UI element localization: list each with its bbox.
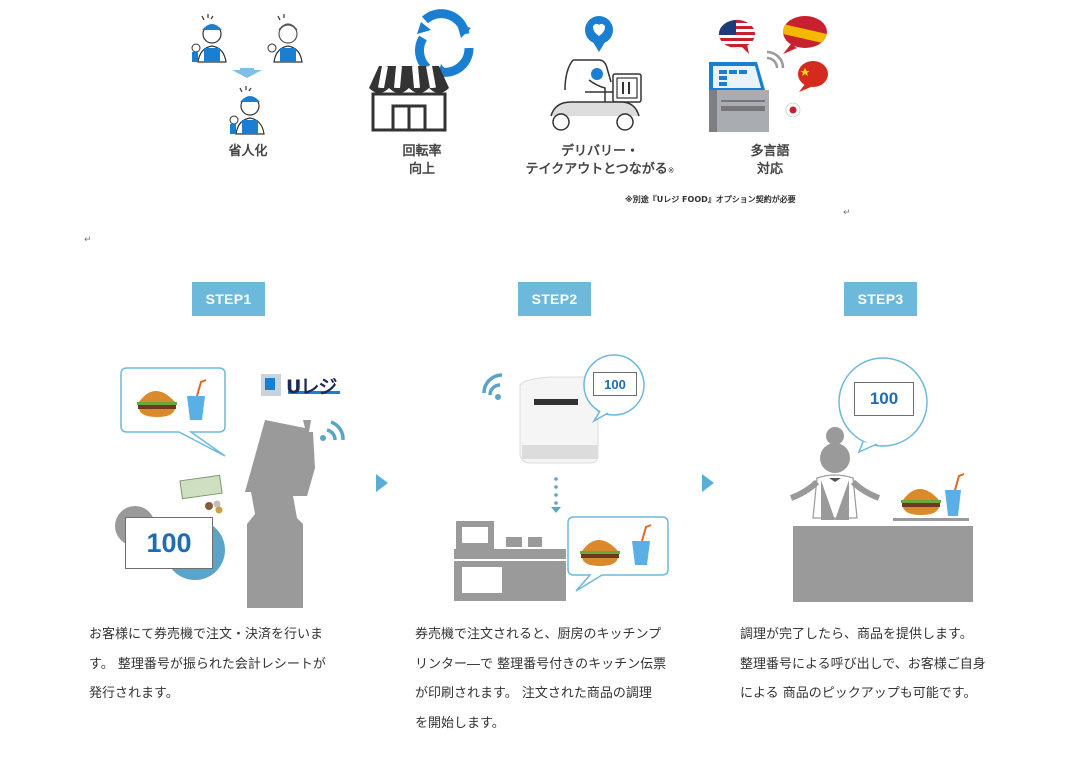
step3-illustration bbox=[785, 350, 985, 605]
staff-reduction-icon bbox=[191, 14, 303, 135]
feature-label-delivery: デリバリー・ テイクアウトとつながる※ bbox=[500, 143, 700, 180]
pickup-order-number: 100 bbox=[854, 382, 914, 416]
ticket-machine-illustration bbox=[115, 367, 345, 608]
pickup-counter-illustration bbox=[789, 357, 973, 602]
delivery-scooter-icon bbox=[550, 16, 642, 131]
receipt-number: 100 bbox=[125, 517, 213, 569]
burger-icon bbox=[580, 540, 620, 566]
footnote: ※別途『Uレジ FOOD』オプション契約が必要 bbox=[625, 195, 796, 204]
description-line: 調理が完了したら、商品を提供します。 bbox=[740, 627, 973, 642]
step3-description: 調理が完了したら、商品を提供します。 整理番号による呼び出しで、お客様ご自身 に… bbox=[740, 620, 1025, 709]
feature-label-turnover: 回転率 向上 bbox=[382, 143, 462, 179]
paragraph-mark: ↵ bbox=[84, 235, 92, 245]
uregi-logo-bar bbox=[288, 391, 340, 394]
store-refresh-icon bbox=[369, 9, 474, 132]
footnote-mark: ※ bbox=[667, 166, 675, 175]
burger-icon bbox=[137, 391, 177, 417]
label-line: 向上 bbox=[408, 162, 435, 177]
drink-icon bbox=[632, 524, 652, 565]
uregi-logo bbox=[261, 374, 281, 396]
delivery-feature bbox=[545, 8, 650, 136]
description-line: リンター―で 整理番号付きのキッチン伝票 bbox=[415, 656, 667, 672]
description-line: を開始します。 bbox=[415, 715, 505, 731]
step2-description: 券売機で注文されると、厨房のキッチンプ リンター―で 整理番号付きのキッチン伝票… bbox=[415, 620, 700, 738]
label-line: 省人化 bbox=[228, 144, 268, 159]
labor-saving-feature bbox=[180, 8, 310, 138]
label-line: テイクアウトとつながる bbox=[525, 162, 668, 177]
printer-order-number: 100 bbox=[593, 372, 637, 396]
feature-label-multilingual: 多言語 対応 bbox=[730, 143, 810, 179]
step-arrow-icon bbox=[702, 474, 714, 492]
description-line: による 商品のピックアップも可能です。 bbox=[740, 686, 977, 701]
description-line: 券売機で注文されると、厨房のキッチンプ bbox=[415, 627, 662, 642]
drink-icon bbox=[945, 473, 965, 516]
step1-badge: STEP1 bbox=[192, 282, 265, 316]
feature-label-labor-saving: 省人化 bbox=[208, 143, 288, 161]
multilingual-kiosk-icon bbox=[709, 16, 828, 132]
multilingual-feature bbox=[705, 10, 835, 135]
description-line: が印刷されます。 注文された商品の調理 bbox=[415, 686, 652, 701]
step2-badge: STEP2 bbox=[518, 282, 591, 316]
description-line: す。 整理番号が振られた会計レシートが bbox=[89, 656, 326, 672]
paragraph-mark: ↵ bbox=[843, 208, 851, 218]
step1-illustration bbox=[105, 360, 365, 608]
description-line: お客様にて券売機で注文・決済を行いま bbox=[89, 627, 324, 642]
label-line: デリバリー・ bbox=[560, 144, 639, 159]
label-line: 多言語 bbox=[750, 144, 790, 159]
description-line: 整理番号による呼び出しで、お客様ご自身 bbox=[740, 656, 986, 672]
uregi-logo-text: Uレジ bbox=[286, 376, 337, 398]
label-line: 対応 bbox=[756, 162, 783, 177]
step1-description: お客様にて券売機で注文・決済を行いま す。 整理番号が振られた会計レシートが 発… bbox=[89, 620, 374, 709]
kitchen-printer-illustration bbox=[454, 354, 669, 601]
burger-icon bbox=[901, 489, 941, 515]
description-line: 発行されます。 bbox=[89, 686, 179, 701]
drink-icon bbox=[187, 379, 207, 420]
step3-badge: STEP3 bbox=[844, 282, 917, 316]
step-arrow-icon bbox=[376, 474, 388, 492]
turnover-feature bbox=[365, 8, 480, 136]
step2-illustration bbox=[450, 345, 680, 605]
label-line: 回転率 bbox=[402, 144, 442, 159]
